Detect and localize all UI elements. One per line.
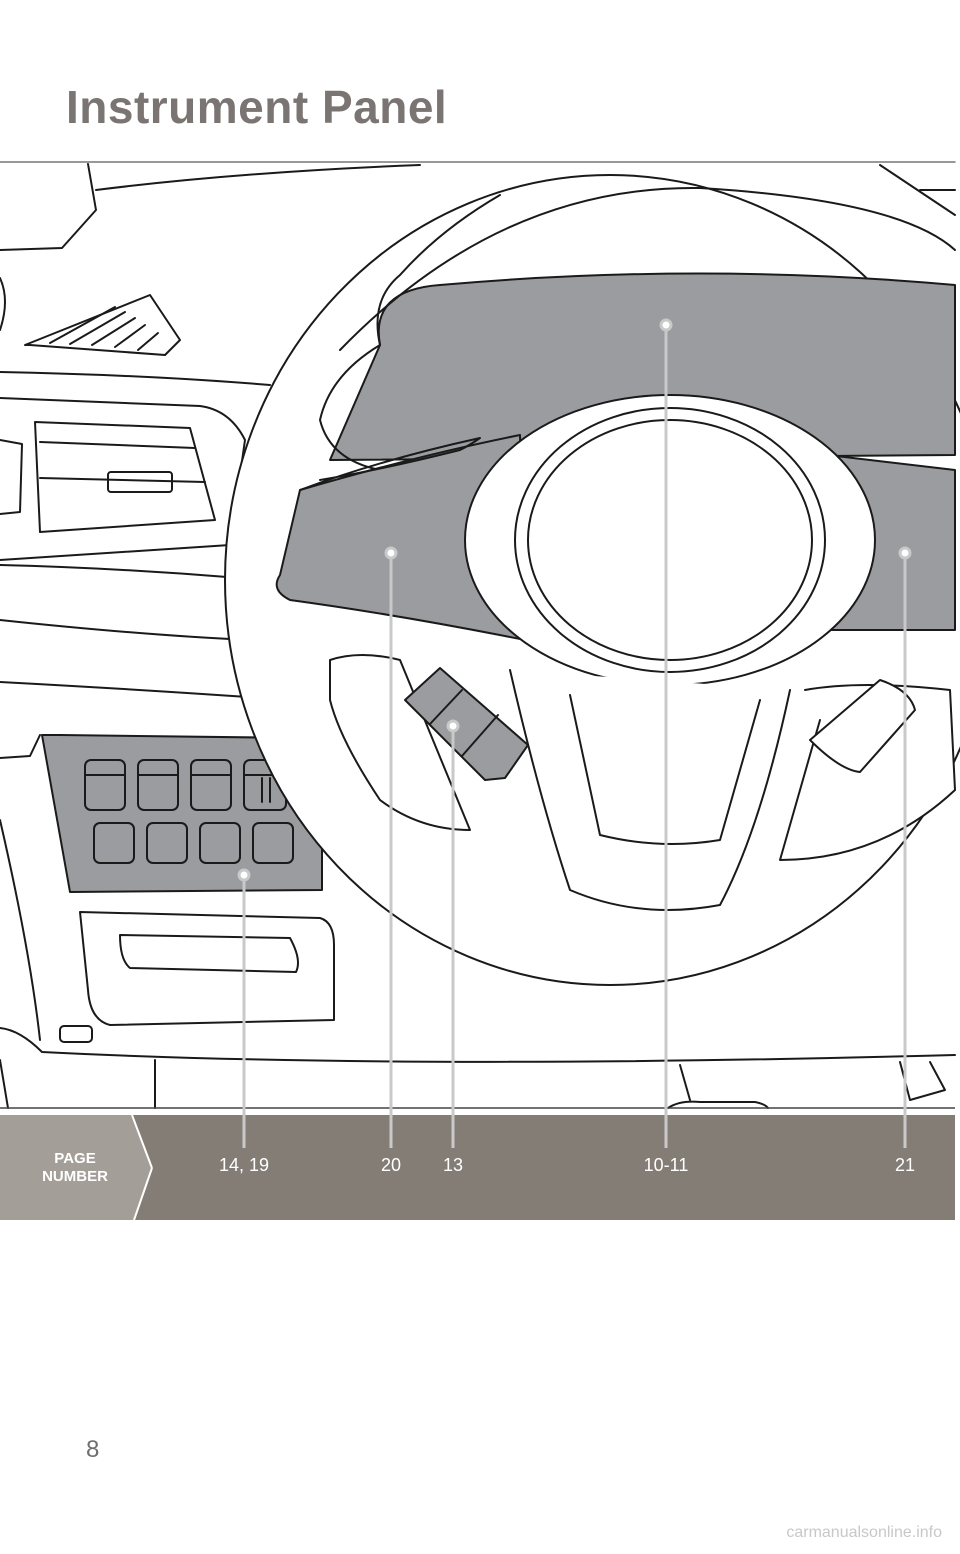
dash-top-edge — [0, 163, 97, 251]
page-number: 8 — [86, 1436, 100, 1463]
left-air-vent — [24, 294, 181, 356]
callout-page-column-switch: 13 — [442, 1155, 464, 1175]
page-title: Instrument Panel — [66, 81, 448, 133]
leader-dot — [659, 318, 673, 332]
leader-dot — [237, 868, 251, 882]
callout-page-left-steering-controls: 20 — [380, 1155, 402, 1175]
leader-dot — [446, 719, 460, 733]
page-number-bar — [0, 1107, 955, 1221]
callout-page-instrument-cluster: 10-11 — [643, 1155, 689, 1175]
callout-page-lower-switch-panel: 14, 19 — [218, 1155, 270, 1175]
page-number-heading-line2: NUMBER — [42, 1168, 108, 1185]
lower-spoke — [509, 669, 791, 911]
column-switch — [404, 667, 529, 781]
watermark: carmanualsonline.info — [786, 1524, 942, 1541]
callout-page-right-steering-controls: 21 — [894, 1155, 916, 1175]
horn-pad — [527, 419, 813, 661]
left-side-vent — [0, 397, 246, 561]
leader-dot — [898, 546, 912, 560]
page-number-heading-line1: PAGE — [54, 1150, 96, 1167]
left-steering-controls — [275, 434, 526, 641]
page-number-heading: PAGE NUMBER — [10, 1150, 140, 1186]
leader-dot — [384, 546, 398, 560]
